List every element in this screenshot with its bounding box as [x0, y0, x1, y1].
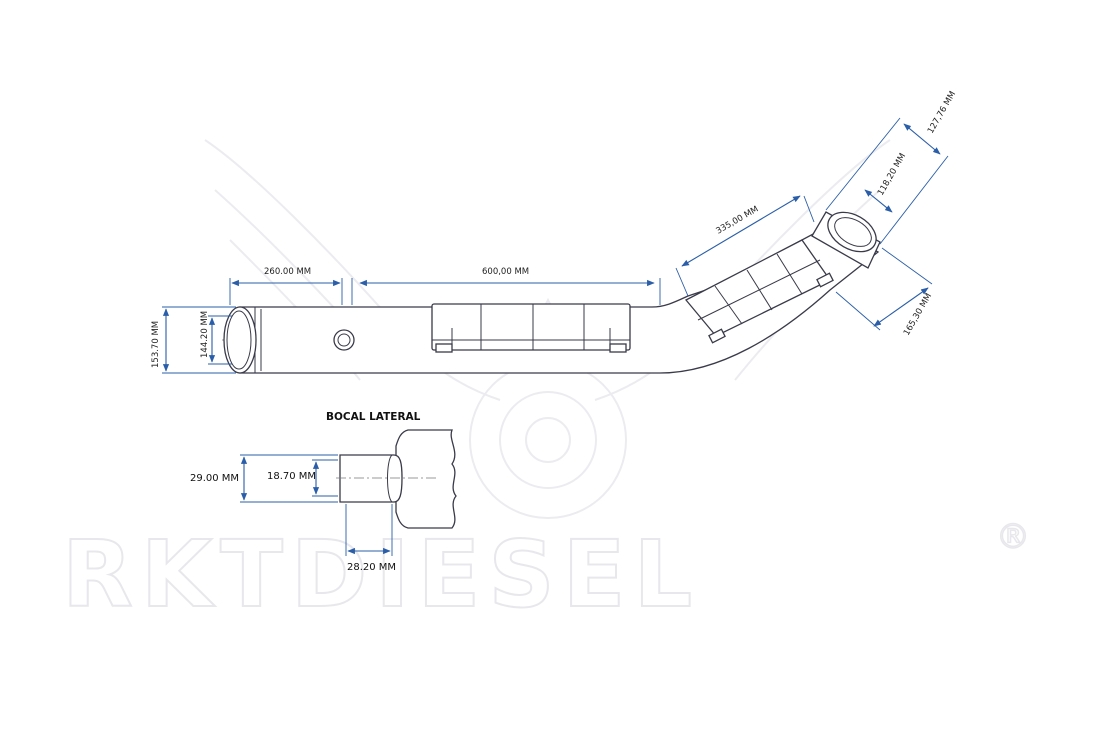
straight-ribbed-sleeve — [431, 303, 631, 351]
detail-side-nozzle — [336, 429, 457, 529]
inner-diameter-label: 144.20 MM — [200, 311, 210, 358]
dim-length-1: 260.00 MM — [229, 267, 353, 305]
dim-outer-diameter: 153.70 MM — [151, 306, 236, 374]
length-2-label: 600,00 MM — [482, 267, 529, 277]
detail-title: BOCAL LATERAL — [326, 411, 421, 423]
outlet-inner-label: 118,20 MM — [876, 152, 908, 198]
detail-length-label: 28.20 MM — [347, 562, 396, 573]
dim-detail-inner: 18.70 MM — [267, 459, 338, 497]
outlet-width-label: 165,30 MM — [902, 292, 934, 338]
dim-outlet-inner: 118,20 MM — [864, 152, 908, 213]
length-3-label: 335,00 MM — [715, 204, 761, 236]
inlet-opening — [223, 306, 257, 374]
dim-detail-length: 28.20 MM — [345, 504, 396, 573]
dim-detail-outer: 29.00 MM — [190, 454, 338, 503]
length-1-label: 260.00 MM — [264, 267, 311, 277]
watermark-brand: RKTDIESEL — [62, 521, 700, 628]
outer-diameter-label: 153.70 MM — [151, 321, 161, 368]
pipe-body — [223, 211, 881, 374]
detail-outer-label: 29.00 MM — [190, 473, 239, 484]
watermark-registered-mark: ® — [996, 517, 1030, 557]
dim-length-2: 600,00 MM — [359, 267, 661, 305]
side-nozzle-port — [333, 329, 355, 351]
dim-inner-diameter: 144.20 MM — [200, 311, 232, 365]
detail-inner-label: 18.70 MM — [267, 471, 316, 482]
outlet-outer-label: 127,76 MM — [926, 90, 958, 136]
outlet-opening — [827, 211, 877, 253]
